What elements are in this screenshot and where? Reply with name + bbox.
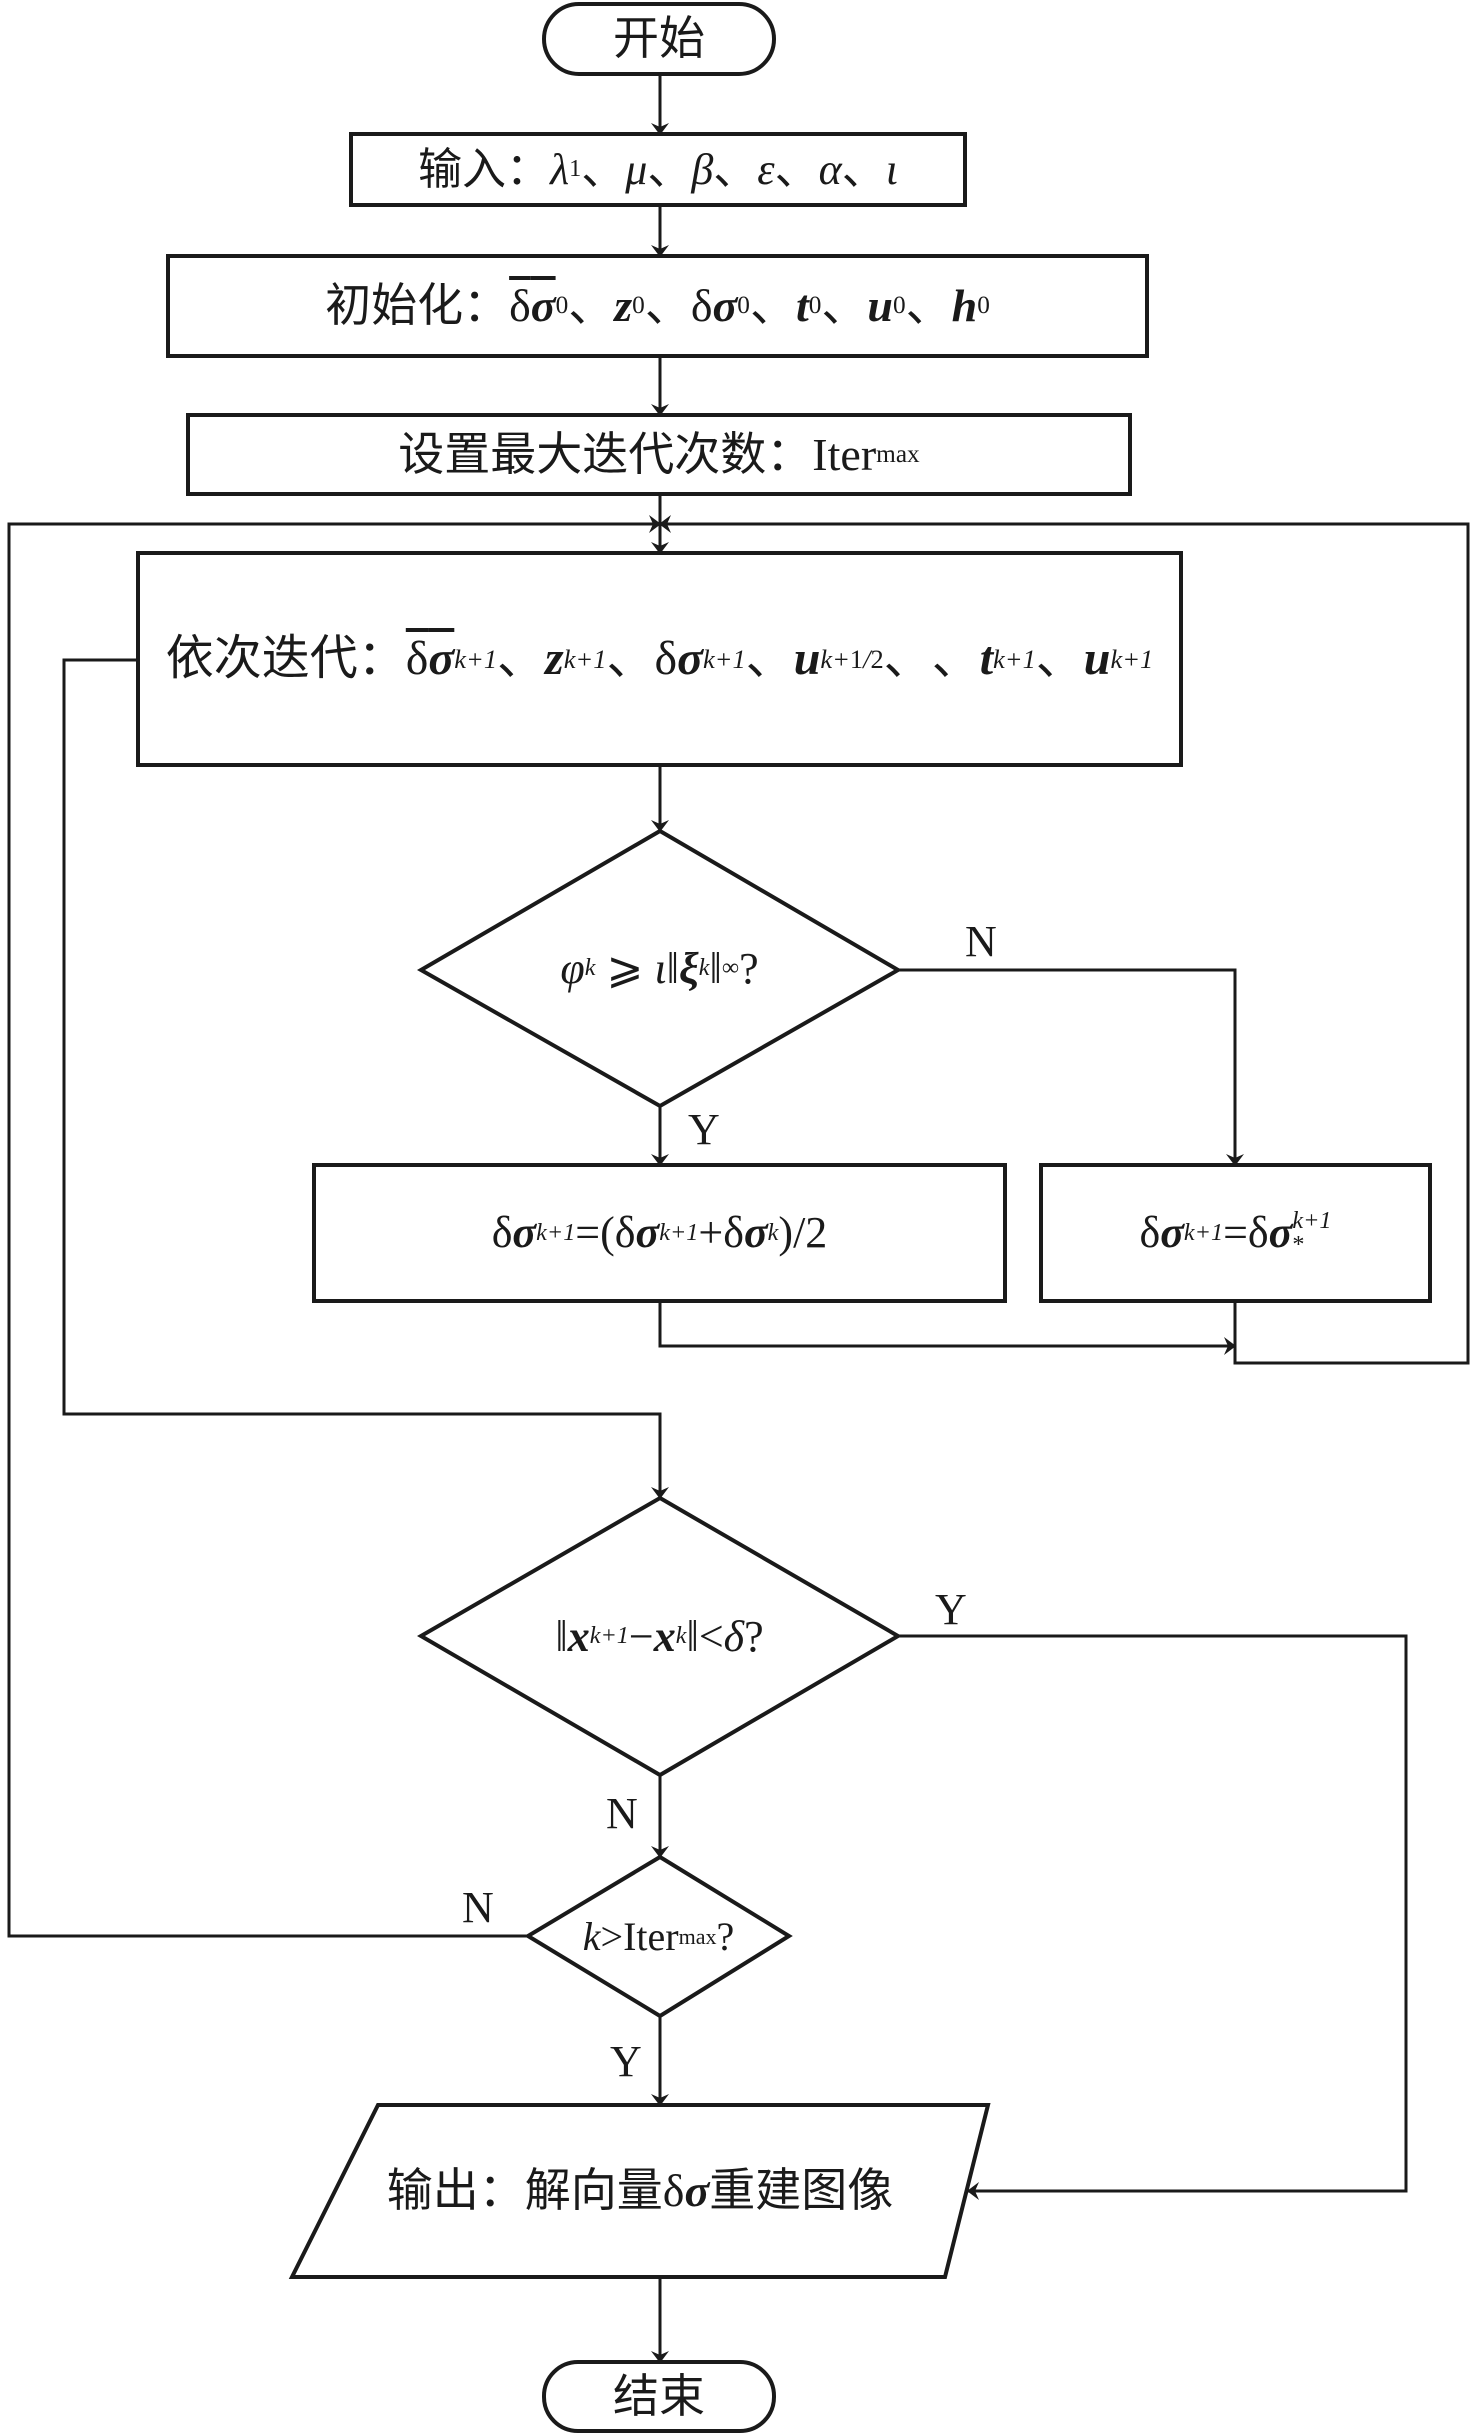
arrow-decision2-yes xyxy=(898,1634,1408,2200)
end-label: 结束 xyxy=(613,2370,705,2422)
arrow-decision1-no xyxy=(898,968,1244,1166)
decision-3-yes-label: Y xyxy=(610,2037,642,2086)
decision-2-no-label: N xyxy=(606,1789,638,1838)
start-label: 开始 xyxy=(613,13,705,64)
decision-1-no-label: N xyxy=(965,917,997,966)
decision-2-yes-label: Y xyxy=(935,1585,967,1634)
set-max-iter-box xyxy=(186,413,1132,496)
loop-back-right xyxy=(659,515,1470,1365)
arrow-yes-update-merge xyxy=(658,1301,1236,1355)
decision-1-yes-label: Y xyxy=(688,1105,720,1154)
delta-sigma-bar: δσ xyxy=(405,632,455,685)
decision-3-no-label: N xyxy=(462,1883,494,1932)
loop-back-left xyxy=(7,515,661,1938)
input-box xyxy=(349,132,967,207)
output-parallelogram xyxy=(288,2103,991,2279)
iterate-box xyxy=(136,551,1183,767)
arrow-iterate-to-decision2 xyxy=(62,658,669,1499)
delta-sigma-bar: δσ xyxy=(509,280,556,331)
